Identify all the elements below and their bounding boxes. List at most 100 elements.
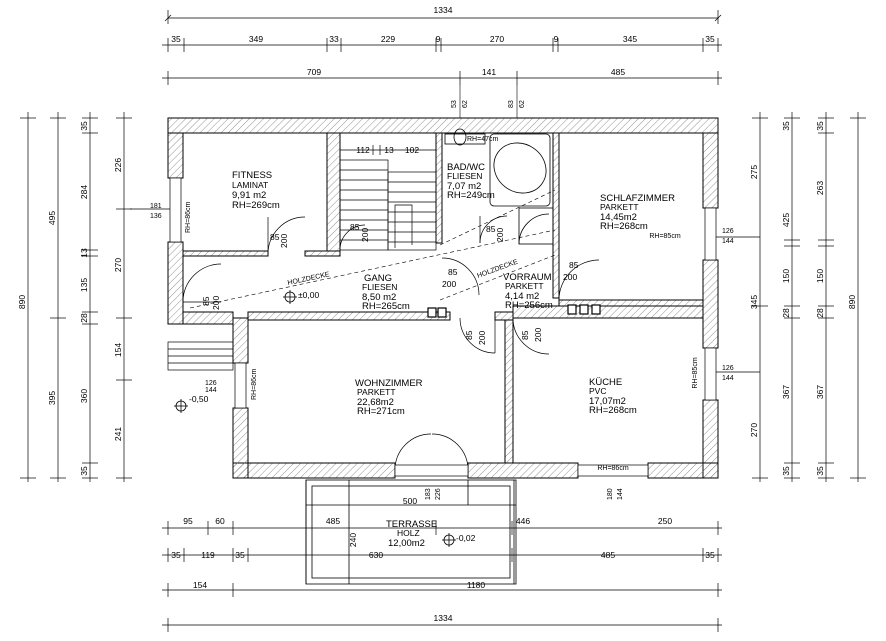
dim-label: 35 [781,121,791,131]
right-dimension-labels: 890 35 263 150 28 367 35 35 425 150 28 3… [722,121,857,476]
dim-label: 709 [307,67,321,77]
dim-label: 485 [326,516,340,526]
bathtub-icon [493,142,547,194]
dim-label: 250 [658,516,672,526]
room-floor: HOLZ [397,528,420,538]
room-floor: FLIESEN [362,282,397,292]
window-labels: RH=86cm RH=85cm RH=85cm RH=86cm RH=86cm … [185,136,699,472]
dim-label: 126 [722,228,734,235]
dim-label: 485 [601,550,615,560]
dim-label: 28 [815,308,825,318]
door-label: 85 [569,260,579,270]
dim-label: 150 [781,269,791,283]
holzdecke-label: HOLZDECKE [287,271,331,287]
dim-label: 9 [554,34,559,44]
room-name: BAD/WC [447,162,485,173]
dim-label: 240 [348,533,358,547]
chimney-blocks [427,304,601,318]
window-label: RH=47cm [467,136,498,143]
room-floor: FLIESEN [447,171,482,181]
dim-label: 35 [815,121,825,131]
door-label: 85 [486,224,496,234]
dim-label: 241 [113,427,123,441]
dim-label: 135 [79,278,89,292]
room-area: 14,45m2 [600,212,637,223]
level-label: -0,02 [456,533,476,543]
door-label: 200 [442,279,456,289]
dim-label: 349 [249,34,263,44]
dim-label: 226 [435,488,442,500]
dim-label: 28 [79,313,89,323]
door-label: 200 [279,234,289,248]
dim-label: 35 [705,550,715,560]
top-dimension-labels: 1334 35 349 33 229 9 270 9 345 35 709 14… [171,5,715,77]
dim-top-total: 1334 [434,5,453,15]
room-bad: BAD/WC FLIESEN 7,07 m2 RH=249cm [447,162,495,201]
dim-label: 284 [79,185,89,199]
level-markers [174,290,456,547]
dim-label: 144 [617,488,624,500]
room-wohn: WOHNZIMMER PARKETT 22,68m2 RH=271cm [355,378,423,417]
room-name: GANG [364,273,392,284]
dim-label: 367 [815,385,825,399]
dim-label: 119 [201,550,215,560]
dim-label: 112 [356,145,370,155]
dim-label: 62 [519,100,526,108]
dim-label: 226 [113,158,123,172]
left-dimensions [20,112,180,482]
window-label: RH=86cm [251,369,258,400]
dim-label: 180 [607,488,614,500]
door-label: 85 [464,330,474,340]
door-label: 200 [477,331,487,345]
dim-label: 229 [381,34,395,44]
dim-label: 141 [482,67,496,77]
dim-label: 83 [508,100,515,108]
room-gang: GANG FLIESEN 8,50 m2 RH=265cm [362,273,410,312]
room-kueche: KÜCHE PVC 17,07m2 RH=268cm [589,377,637,416]
room-name: VORRAUM [503,272,552,283]
dim-label: 144 [722,238,734,245]
door-label: 85 [270,232,280,242]
room-area: 22,68m2 [357,397,394,408]
dim-label: 35 [815,466,825,476]
terrace [305,479,517,585]
top-dimensions [162,10,722,85]
room-area: 9,91 m2 [232,190,266,201]
dim-label: 345 [749,295,759,309]
dim-label: 60 [215,516,225,526]
room-area: 17,07m2 [589,396,626,407]
dim-label: 35 [171,34,181,44]
staircase [339,145,437,251]
window-label: RH=85cm [649,233,680,240]
dim-label: 367 [781,385,791,399]
dim-label: 13 [79,248,89,258]
room-fitness: FITNESS LAMINAT 9,91 m2 RH=269cm [232,170,280,211]
walls [167,117,719,479]
dim-label: 33 [329,34,339,44]
room-area: 4,14 m2 [505,291,539,302]
room-floor: LAMINAT [232,180,268,190]
room-schlaf: SCHLAFZIMMER PARKETT 14,45m2 RH=268cm [600,193,675,232]
dim-label: 270 [749,423,759,437]
door-label: 200 [533,328,543,342]
holzdecke-lines [189,189,556,309]
room-floor: PARKETT [357,387,396,397]
dim-label: 270 [113,258,123,272]
dim-label: 360 [79,389,89,403]
dim-label: 144 [205,387,217,394]
bath-top-dimensions: 53 62 83 62 [451,85,526,118]
room-area: 8,50 m2 [362,292,396,303]
room-area: 7,07 m2 [447,181,481,192]
dim-label: 890 [847,295,857,309]
dim-label: 35 [79,121,89,131]
room-vorraum: VORRAUM PARKETT 4,14 m2 RH=256cm [503,272,553,311]
exterior-steps [167,341,234,371]
room-floor: PARKETT [505,281,544,291]
stair-dim-labels: 112 13 102 [356,145,419,155]
right-dimensions [706,112,866,482]
dim-label: 35 [79,466,89,476]
dim-label: 95 [183,516,193,526]
dim-label: 154 [113,343,123,357]
room-height: RH=265cm [362,301,410,312]
dim-label: 500 [403,496,417,506]
